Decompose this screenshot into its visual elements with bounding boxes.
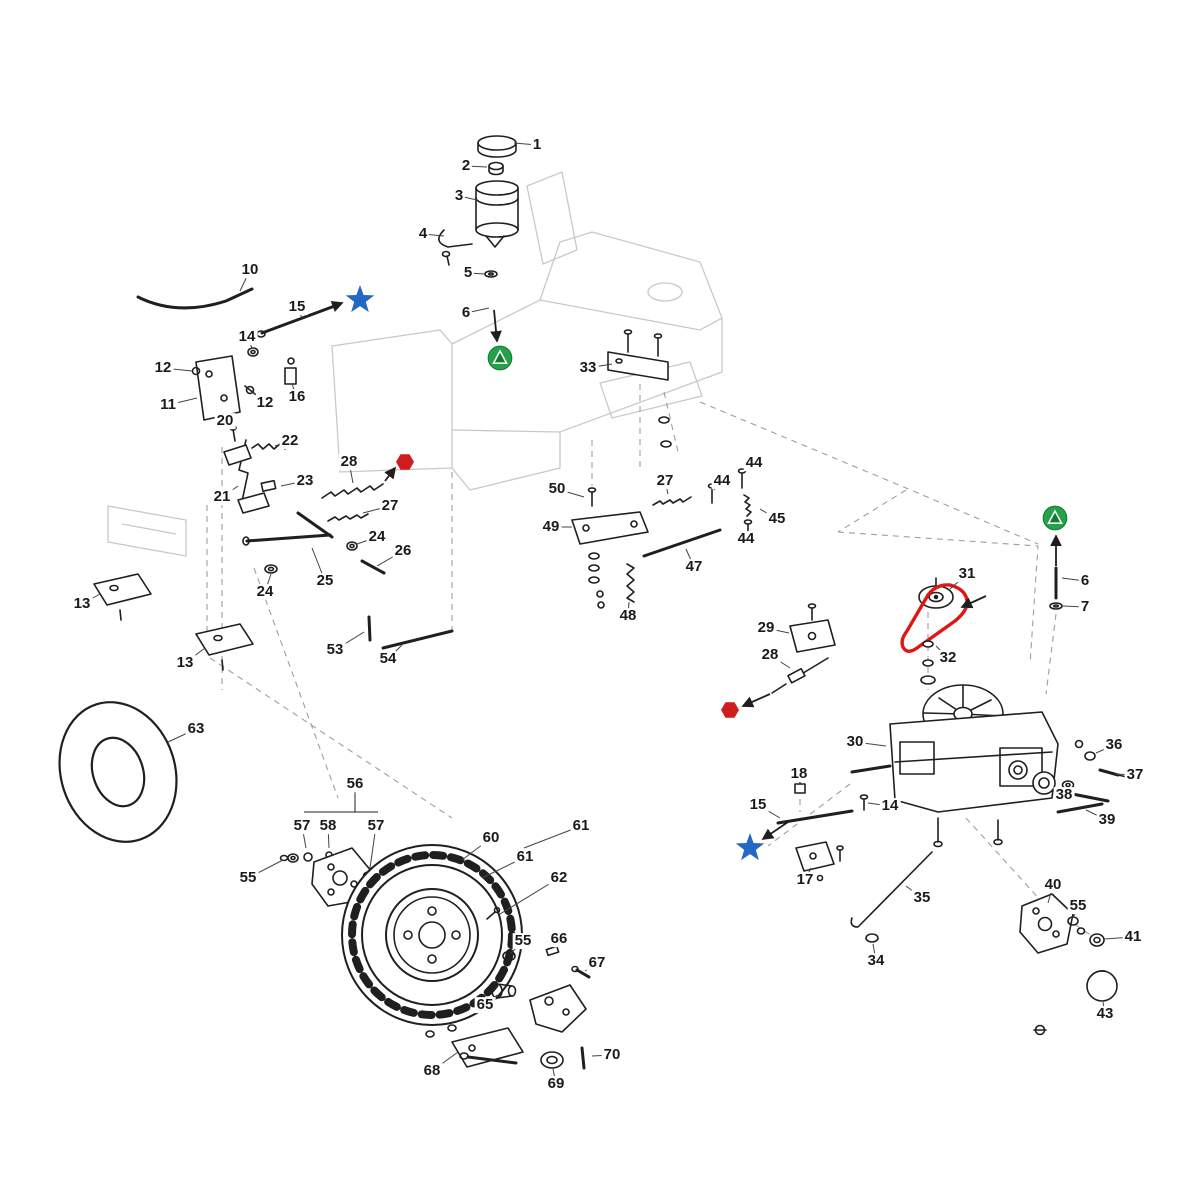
green-triangle-marker (487, 345, 514, 372)
part-label-36: 36 (1103, 736, 1125, 754)
part-label-24: 24 (366, 528, 388, 546)
part-label-29: 29 (755, 619, 777, 637)
part-label-10: 10 (239, 261, 261, 279)
part-label-35: 35 (911, 889, 933, 907)
part-label-34: 34 (865, 952, 887, 970)
part-label-1: 1 (530, 136, 544, 154)
part-label-45: 45 (766, 510, 788, 528)
part-label-61: 61 (570, 817, 592, 835)
part-label-4: 4 (416, 225, 430, 243)
part-label-62: 62 (548, 869, 570, 887)
green-triangle-marker (1042, 505, 1069, 532)
part-label-5: 5 (461, 264, 475, 282)
part-label-21: 21 (211, 488, 233, 506)
part-label-44: 44 (711, 472, 733, 490)
red-hexagon-marker (395, 452, 415, 472)
transaxle-art (776, 566, 1128, 943)
part-label-27: 27 (379, 497, 401, 515)
part-label-13: 13 (174, 654, 196, 672)
part-label-63: 63 (185, 720, 207, 738)
part-label-16: 16 (286, 388, 308, 406)
part-label-48: 48 (617, 607, 639, 625)
part-label-56: 56 (344, 775, 366, 793)
part-label-27: 27 (654, 472, 676, 490)
part-label-13: 13 (71, 595, 93, 613)
part-label-60: 60 (480, 829, 502, 847)
part-label-12: 12 (152, 359, 174, 377)
red-hexagon-marker (720, 700, 740, 720)
part-label-6: 6 (1078, 572, 1092, 590)
part-label-3: 3 (452, 187, 466, 205)
ghost-chassis (107, 171, 723, 557)
part-label-65: 65 (474, 996, 496, 1014)
part-label-39: 39 (1096, 811, 1118, 829)
part-label-30: 30 (844, 733, 866, 751)
part-label-68: 68 (421, 1062, 443, 1080)
pulley-art (918, 577, 954, 609)
reservoir-art (438, 135, 519, 278)
part-label-7: 7 (1078, 598, 1092, 616)
part-label-57: 57 (365, 817, 387, 835)
part-label-26: 26 (392, 542, 414, 560)
part-label-67: 67 (586, 954, 608, 972)
part-label-24: 24 (254, 583, 276, 601)
part-label-28: 28 (338, 453, 360, 471)
part-label-50: 50 (546, 480, 568, 498)
part-label-54: 54 (377, 650, 399, 668)
part-label-40: 40 (1042, 876, 1064, 894)
part-label-2: 2 (459, 157, 473, 175)
part-label-47: 47 (683, 558, 705, 576)
part-label-14: 14 (879, 797, 901, 815)
part-label-58: 58 (317, 817, 339, 835)
part-label-32: 32 (937, 649, 959, 667)
part-label-55: 55 (1067, 897, 1089, 915)
part-label-22: 22 (279, 432, 301, 450)
part-label-69: 69 (545, 1075, 567, 1093)
part-label-15: 15 (286, 298, 308, 316)
part-label-11: 11 (158, 396, 178, 414)
part-label-33: 33 (577, 359, 599, 377)
pedal-assembly-art (93, 287, 454, 671)
wheel-art (58, 701, 1118, 1070)
part-label-23: 23 (294, 472, 316, 490)
label-bracket-56 (304, 794, 378, 813)
part-label-44: 44 (743, 454, 765, 472)
part-label-20: 20 (214, 412, 236, 430)
part-label-18: 18 (788, 765, 810, 783)
part-label-44: 44 (735, 530, 757, 548)
part-label-55: 55 (237, 869, 259, 887)
blue-star-marker (734, 832, 766, 864)
part-label-61: 61 (514, 848, 536, 866)
part-label-25: 25 (314, 572, 336, 590)
part-label-43: 43 (1094, 1005, 1116, 1023)
part-label-70: 70 (601, 1046, 623, 1064)
part-label-14: 14 (236, 328, 258, 346)
part-label-55: 55 (512, 932, 534, 950)
part-label-17: 17 (794, 871, 816, 889)
part-label-6: 6 (459, 304, 473, 322)
pointer-arrows (317, 301, 1062, 840)
bracket-33-art (607, 329, 672, 448)
part-label-57: 57 (291, 817, 313, 835)
part-label-12: 12 (254, 394, 276, 412)
part-label-15: 15 (747, 796, 769, 814)
part-label-49: 49 (540, 518, 562, 536)
part-label-28: 28 (759, 646, 781, 664)
part-label-41: 41 (1122, 928, 1144, 946)
part-label-37: 37 (1124, 766, 1146, 784)
blue-star-marker (344, 284, 376, 316)
part-label-31: 31 (956, 565, 978, 583)
linkage-art (571, 468, 836, 694)
part-label-38: 38 (1053, 786, 1075, 804)
part-label-66: 66 (548, 930, 570, 948)
part-label-53: 53 (324, 641, 346, 659)
